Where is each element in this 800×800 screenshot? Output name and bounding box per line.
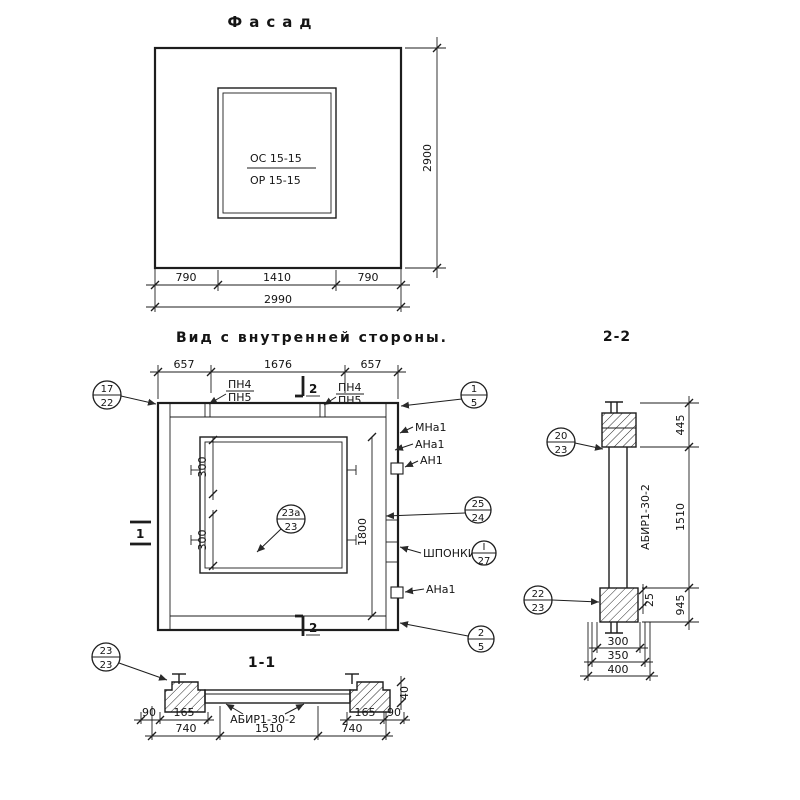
- svg-text:27: 27: [478, 556, 491, 567]
- section-1-1-left-block: [164, 681, 206, 713]
- section-2-2-dim-350: 350: [608, 649, 629, 662]
- svg-text:23: 23: [555, 445, 568, 456]
- section-2-2-panel-mark: АБИР1-30-2: [639, 484, 652, 550]
- svg-text:22: 22: [532, 589, 545, 600]
- inner-dim-1800: 1800: [356, 518, 369, 546]
- svg-text:23: 23: [285, 522, 298, 533]
- svg-text:23: 23: [100, 646, 113, 657]
- inner-window-frame-inner: [204, 441, 343, 569]
- facade-view: Фасад ОС 15-15 ОР 15-15 790 1410 790 299…: [146, 13, 446, 312]
- inner-dim-top-mid: 1676: [264, 358, 292, 371]
- svg-text:20: 20: [555, 431, 568, 442]
- callout-I-27: I 27: [471, 540, 497, 567]
- section-2-2-dim-400: 400: [608, 663, 629, 676]
- svg-text:5: 5: [478, 642, 484, 653]
- section-1-1-right-block: [349, 681, 391, 713]
- cut-mark-1-left: 1: [136, 527, 144, 541]
- svg-text:17: 17: [101, 384, 114, 395]
- cut-mark-2-bottom: 2: [309, 621, 317, 635]
- inner-dim-top-left: 657: [174, 358, 195, 371]
- section-1-1-dim-40: 40: [398, 686, 411, 700]
- label-pn4-right: ПН4: [338, 381, 362, 394]
- svg-text:22: 22: [101, 398, 114, 409]
- facade-dim-height: 2900: [421, 144, 434, 172]
- svg-text:5: 5: [471, 398, 477, 409]
- label-ana1-top: АНа1: [415, 438, 445, 451]
- facade-dim-mid: 1410: [263, 271, 291, 284]
- inner-dim-top-right: 657: [361, 358, 382, 371]
- label-mna1: МНа1: [415, 421, 447, 434]
- section-1-1: 1-1 АБИР1-30-2 90 165 165 90: [134, 655, 411, 741]
- callout-23-23: 23 23: [91, 642, 168, 681]
- label-pn4-left: ПН4: [228, 378, 252, 391]
- facade-window-frame-inner: [222, 92, 332, 214]
- svg-text:25: 25: [472, 499, 485, 510]
- section-1-1-dim-740-right: 740: [342, 722, 363, 735]
- facade-window-mark-bottom: ОР 15-15: [250, 174, 301, 187]
- section-2-2-top-block: [601, 412, 637, 448]
- section-1-1-dim-165-left: 165: [174, 706, 195, 719]
- label-pn5-right: ПН5: [338, 394, 362, 407]
- section-1-1-dim-740-left: 740: [176, 722, 197, 735]
- callout-22-23: 22 23: [523, 585, 600, 615]
- facade-dim-total: 2990: [264, 293, 292, 306]
- svg-text:23: 23: [532, 603, 545, 614]
- section-1-1-title: 1-1: [248, 655, 276, 671]
- label-ana1-bottom: АНа1: [426, 583, 456, 596]
- section-1-1-panel: [204, 689, 351, 704]
- facade-window-frame: [217, 87, 337, 219]
- callout-2-5: 2 5: [399, 621, 495, 653]
- facade-dim-right: 790: [358, 271, 379, 284]
- callout-1-5: 1 5: [400, 381, 488, 409]
- inner-window-frame: [199, 436, 348, 574]
- callout-17-22: 17 22: [92, 380, 157, 410]
- section-1-1-dim-165-right: 165: [355, 706, 376, 719]
- section-2-2-title: 2-2: [603, 329, 631, 345]
- section-2-2-dim-1510: 1510: [674, 503, 687, 531]
- inner-dim-300-upper: 300: [196, 457, 209, 478]
- svg-text:I: I: [483, 542, 486, 553]
- section-1-1-dim-90-right: 90: [387, 706, 401, 719]
- facade-window-mark-top: ОС 15-15: [250, 152, 302, 165]
- section-2-2-dim-445: 445: [674, 415, 687, 436]
- svg-text:23: 23: [100, 660, 113, 671]
- section-1-1-dim-90-left: 90: [142, 706, 156, 719]
- callout-23a-23: 23а 23: [256, 504, 306, 553]
- label-pn5-left: ПН5: [228, 391, 252, 404]
- label-an1: АН1: [420, 454, 443, 467]
- facade-title: Фасад: [227, 13, 318, 31]
- facade-panel-outline: [153, 46, 403, 270]
- section-1-1-panel-mark: АБИР1-30-2: [230, 713, 296, 726]
- section-2-2-bottom-block: [599, 587, 639, 623]
- svg-text:1: 1: [471, 384, 477, 395]
- svg-text:23а: 23а: [282, 508, 301, 519]
- label-shponki: ШПОНКИ: [423, 547, 476, 560]
- facade-dim-left: 790: [176, 271, 197, 284]
- section-2-2-dim-945: 945: [674, 595, 687, 616]
- anchor-plate-bottom: [390, 586, 404, 599]
- inner-view-title: Вид с внутренней стороны.: [176, 330, 448, 346]
- section-2-2: 2-2 АБИР1-30-2 445 1510 945 25: [523, 329, 699, 681]
- section-2-2-dim-300: 300: [608, 635, 629, 648]
- anchor-plate-top: [390, 462, 404, 475]
- inner-dim-300-lower: 300: [196, 530, 209, 551]
- callout-20-23: 20 23: [546, 427, 604, 457]
- svg-text:24: 24: [472, 513, 485, 524]
- inner-view: Вид с внутренней стороны. 657 1676 657 П…: [91, 330, 497, 681]
- callout-25-24: 25 24: [385, 496, 492, 524]
- svg-text:2: 2: [478, 628, 484, 639]
- cut-mark-2-top: 2: [309, 382, 317, 396]
- section-2-2-dim-25: 25: [643, 593, 656, 607]
- inner-panel-outline: [156, 401, 400, 632]
- section-1-1-dim-1510: 1510: [255, 722, 283, 735]
